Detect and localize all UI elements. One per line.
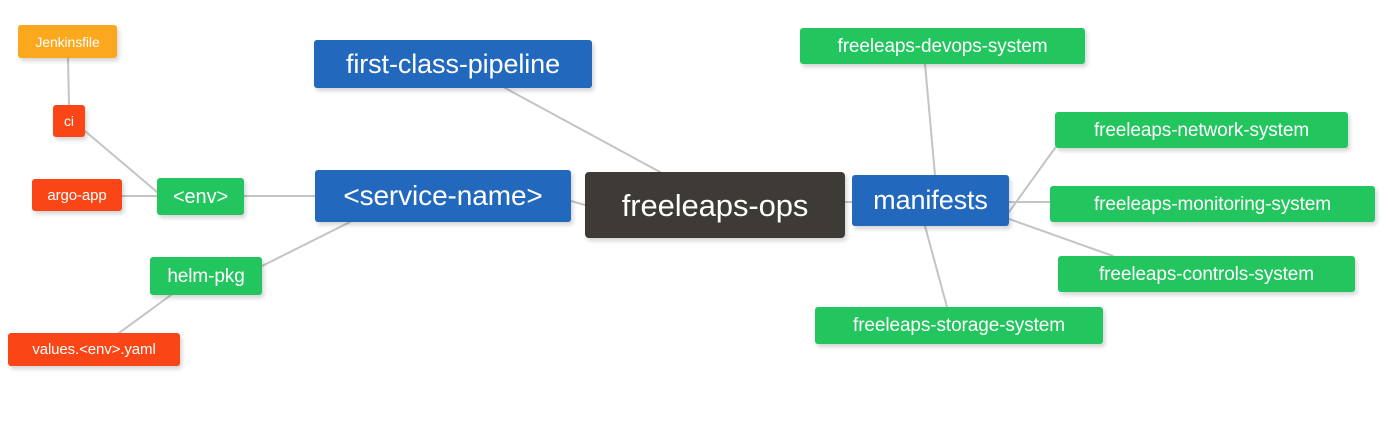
node-first-class-pipeline[interactable]: first-class-pipeline [314, 40, 592, 88]
node-manifests[interactable]: manifests [852, 175, 1009, 226]
node-argo-app[interactable]: argo-app [32, 179, 122, 211]
node-label-freeleaps-ops: freeleaps-ops [621, 187, 809, 223]
node-values-yaml[interactable]: values.<env>.yaml [8, 333, 180, 366]
node-service-name[interactable]: <service-name> [315, 170, 571, 222]
node-label-manifests: manifests [873, 185, 988, 215]
node-label-values-yaml: values.<env>.yaml [32, 341, 156, 358]
node-label-freeleaps-devops-system: freeleaps-devops-system [837, 35, 1048, 57]
node-helm-pkg[interactable]: helm-pkg [150, 257, 262, 295]
node-label-argo-app: argo-app [47, 186, 107, 204]
node-label-ci: ci [64, 113, 74, 129]
node-freeleaps-network-system[interactable]: freeleaps-network-system [1055, 112, 1348, 148]
node-label-freeleaps-storage-system: freeleaps-storage-system [853, 315, 1065, 336]
edge-manifests-to-freeleaps-devops-system [924, 63, 936, 176]
node-freeleaps-devops-system[interactable]: freeleaps-devops-system [800, 28, 1085, 64]
node-ci[interactable]: ci [53, 105, 85, 137]
edge-service-name-to-freeleaps-ops [570, 200, 586, 206]
edge-manifests-to-freeleaps-storage-system [924, 225, 948, 308]
edge-jenkinsfile-to-ci [67, 57, 70, 106]
node-label-service-name: <service-name> [343, 180, 543, 211]
node-label-freeleaps-controls-system: freeleaps-controls-system [1098, 263, 1315, 285]
node-freeleaps-controls-system[interactable]: freeleaps-controls-system [1058, 256, 1355, 292]
node-label-first-class-pipeline: first-class-pipeline [345, 48, 561, 79]
edge-helm-pkg-to-service-name [261, 221, 351, 267]
node-label-freeleaps-monitoring-system: freeleaps-monitoring-system [1094, 193, 1331, 215]
edge-manifests-to-freeleaps-network-system [1008, 147, 1056, 213]
node-label-freeleaps-network-system: freeleaps-network-system [1093, 119, 1310, 141]
node-env[interactable]: <env> [157, 178, 244, 215]
edge-values-yaml-to-helm-pkg [118, 294, 172, 334]
edge-manifests-to-freeleaps-controls-system [1008, 218, 1114, 257]
node-label-jenkinsfile: Jenkinsfile [35, 33, 100, 50]
node-label-env: <env> [172, 185, 229, 208]
node-freeleaps-storage-system[interactable]: freeleaps-storage-system [815, 307, 1103, 344]
node-freeleaps-monitoring-system[interactable]: freeleaps-monitoring-system [1050, 186, 1375, 222]
node-jenkinsfile[interactable]: Jenkinsfile [18, 25, 117, 58]
edge-first-class-pipeline-to-freeleaps-ops [504, 87, 661, 173]
node-label-helm-pkg: helm-pkg [167, 265, 245, 287]
node-freeleaps-ops[interactable]: freeleaps-ops [585, 172, 845, 238]
